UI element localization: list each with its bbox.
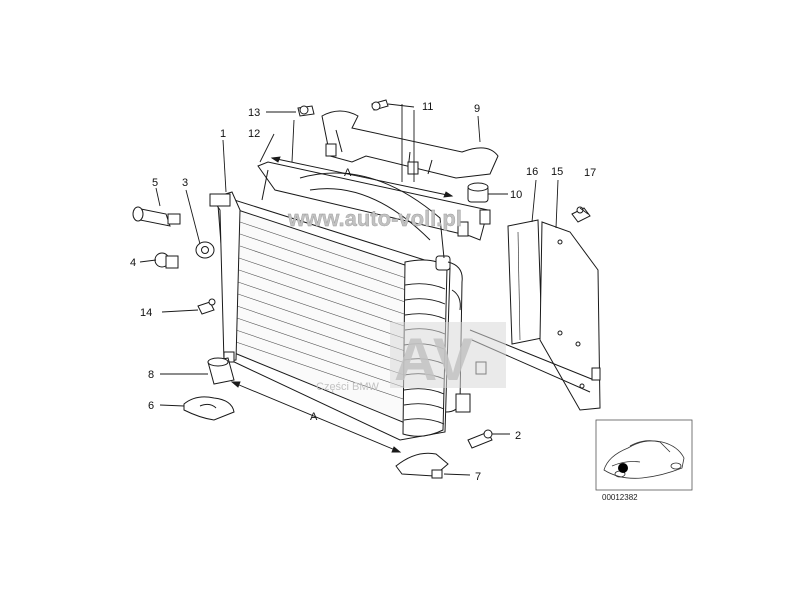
callout-17: 17 [584,167,596,179]
radiator [209,191,471,441]
callout-14: 14 [140,307,152,319]
dimension-label-bottom: A [310,411,318,423]
callout-7: 7 [475,471,481,483]
clip [571,206,591,223]
callout-3: 3 [182,177,188,189]
diagram-code: 00012382 [602,493,638,502]
callout-4: 4 [130,257,136,269]
fan-shroud [257,161,491,259]
air-duct [321,110,499,179]
screw-plug [154,252,179,269]
vehicle-locator-thumbnail: 00012382 [595,419,693,502]
expanding-rivet [197,298,216,315]
callout-12: 12 [248,128,260,140]
callout-1: 1 [220,128,226,140]
sealing-ring [195,241,215,259]
callout-13: 13 [248,107,260,119]
dimension-label-top: A [344,167,352,179]
callout-10: 10 [510,189,522,201]
rubber-bushing [467,182,489,203]
clip-screw [297,105,315,117]
callout-16: 16 [526,166,538,178]
bolt [467,429,493,449]
callout-9: 9 [474,103,480,115]
callout-15: 15 [551,166,563,178]
dimension-line-bottom [230,381,402,453]
callouts: 1 12 13 11 9 5 3 4 14 8 6 10 16 15 17 2 … [130,101,596,483]
watermark: www.auto-voll.pl AV Części BMW [287,206,506,393]
callout-2: 2 [515,430,521,442]
leader-lines [139,103,589,476]
bracket [183,396,235,421]
lower-bracket [395,452,449,479]
watermark-mark: AV [394,326,473,393]
side-panel-16 [507,219,543,345]
callout-6: 6 [148,400,154,412]
temperature-switch [132,206,181,227]
location-marker [618,463,628,473]
screw [371,99,389,111]
watermark-caption: Części BMW [316,381,380,393]
callout-8: 8 [148,369,154,381]
callout-5: 5 [152,177,158,189]
dimension-line-top [270,104,454,198]
callout-11: 11 [422,101,433,113]
rubber-mounting [207,357,235,385]
watermark-logo-box [390,322,506,388]
watermark-url: www.auto-voll.pl [287,206,462,231]
